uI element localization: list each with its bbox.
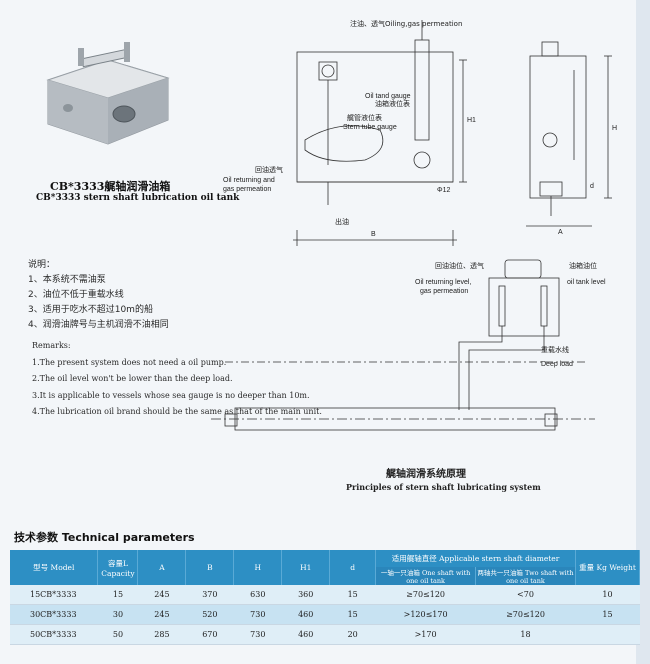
deep-load-en-label: Deep load xyxy=(541,361,573,368)
notes-heading-en: Remarks: xyxy=(32,341,71,350)
cell-one-shaft: >170 xyxy=(375,624,476,645)
note-cn-item: 4、润滑油牌号与主机润滑不油相同 xyxy=(28,320,169,330)
front-view-diagram: 注油、透气Oiling,gas permeation Oil tand gaug… xyxy=(223,19,476,246)
header-two-shaft: 两轴共一只油箱 Two shaft with one oil tank xyxy=(475,567,576,585)
cell-a: 285 xyxy=(137,624,186,645)
notes-heading-cn: 说明： xyxy=(28,260,56,270)
table-row: 30CB*3333 30 245 520 730 460 15 >120≤170… xyxy=(10,604,640,625)
outlet-cn-label: 出油 xyxy=(335,217,349,226)
cell-model: 30CB*3333 xyxy=(10,604,98,625)
header-d: d xyxy=(329,550,377,585)
cell-h: 730 xyxy=(233,604,282,625)
cell-capacity: 30 xyxy=(97,604,138,625)
cell-h1: 460 xyxy=(281,624,330,645)
product-title-cn: CB*3333艉轴润滑油箱 xyxy=(50,180,171,193)
cell-h: 630 xyxy=(233,585,282,605)
side-view-diagram: H A d xyxy=(526,41,617,236)
cell-a: 245 xyxy=(137,585,186,605)
cell-two-shaft: <70 xyxy=(475,585,576,605)
tech-params-title: 技术参数 Technical parameters xyxy=(14,531,195,544)
return-level-en-label-2: gas permeation xyxy=(420,288,468,295)
tank-level-cn-label: 油箱油位 xyxy=(569,261,597,270)
cell-model: 50CB*3333 xyxy=(10,624,98,645)
note-en-item: 1.The present system does not need a oil… xyxy=(32,357,227,367)
dim-h1-label: H1 xyxy=(467,117,476,124)
product-photo xyxy=(46,42,170,145)
dim-phi-label: Φ12 xyxy=(437,187,450,194)
header-capacity: 容量L Capacity xyxy=(97,550,139,585)
return-level-en-label-1: Oil returning level, xyxy=(415,279,471,286)
cell-two-shaft: 18 xyxy=(475,624,576,645)
cell-capacity: 50 xyxy=(97,624,138,645)
principle-caption-en: Principles of stern shaft lubricating sy… xyxy=(346,482,541,492)
cell-d: 15 xyxy=(329,585,376,605)
page-edge-strip xyxy=(636,0,650,664)
dim-b-label: B xyxy=(371,231,376,238)
cell-b: 670 xyxy=(185,624,234,645)
notes-en: Remarks: 1.The present system does not n… xyxy=(32,338,322,421)
note-en-item: 4.The lubrication oil brand should be th… xyxy=(32,407,322,416)
cell-two-shaft: ≥70≤120 xyxy=(475,604,576,625)
stern-gauge-cn-label: 艉管液位表 xyxy=(347,113,382,122)
cell-h: 730 xyxy=(233,624,282,645)
cell-model: 15CB*3333 xyxy=(10,585,98,605)
deep-load-cn-label: 重载水线 xyxy=(541,345,569,354)
tank-level-en-label: oil tank level xyxy=(567,279,606,286)
header-a: A xyxy=(137,550,187,585)
note-cn-item: 2、油位不低于重载水线 xyxy=(28,290,124,300)
gauge-en-label: Oil tand gauge xyxy=(365,93,411,100)
note-cn-item: 3、适用于吃水不超过10m的船 xyxy=(28,305,153,315)
header-h: H xyxy=(233,550,283,585)
cell-weight: 10 xyxy=(575,585,640,605)
cell-d: 20 xyxy=(329,624,376,645)
return-en-label-1: Oil returning and xyxy=(223,177,275,184)
oiling-label: 注油、透气Oiling,gas permeation xyxy=(350,19,462,28)
product-title-en: CB*3333 stern shaft lubrication oil tank xyxy=(36,193,240,203)
header-one-shaft: 一轴一只油箱 One shaft with one oil tank xyxy=(375,567,477,585)
header-model: 型号 Model xyxy=(10,550,99,585)
principle-caption-cn: 艉轴润滑系统原理 xyxy=(386,469,466,480)
dim-a-label: A xyxy=(558,229,563,236)
cell-h1: 360 xyxy=(281,585,330,605)
gauge-cn-label: 油箱液位表 xyxy=(375,99,410,108)
notes-cn: 说明： 1、本系统不需油泵 2、油位不低于重载水线 3、适用于吃水不超过10m的… xyxy=(28,258,169,333)
dim-h-label: H xyxy=(612,125,617,132)
return-cn-label: 回油透气 xyxy=(255,165,283,174)
tech-params-table: 型号 Model 容量L Capacity A B H H1 d 适用艉轴直径 … xyxy=(10,550,641,645)
header-weight: 重量 Kg Weight xyxy=(575,550,641,585)
principle-diagram: 回油油位、透气 Oil returning level, gas permeat… xyxy=(211,259,606,431)
cell-h1: 460 xyxy=(281,604,330,625)
note-en-item: 3.It is applicable to vessels whose sea … xyxy=(32,390,310,400)
stern-gauge-en-label: Stern tube gauge xyxy=(343,124,397,131)
note-en-item: 2.The oil level won't be lower than the … xyxy=(32,374,233,383)
note-cn-item: 1、本系统不需油泵 xyxy=(28,275,106,285)
cell-a: 245 xyxy=(137,604,186,625)
return-level-cn-label: 回油油位、透气 xyxy=(435,261,484,270)
dim-d-label: d xyxy=(590,183,594,190)
header-b: B xyxy=(185,550,235,585)
return-en-label-2: gas permeation xyxy=(223,186,271,193)
cell-one-shaft: ≥70≤120 xyxy=(375,585,476,605)
header-diameter: 适用艉轴直径 Applicable stern shaft diameter xyxy=(375,550,576,567)
cell-b: 370 xyxy=(185,585,234,605)
table-row: 50CB*3333 50 285 670 730 460 20 >170 18 xyxy=(10,624,640,645)
cell-one-shaft: >120≤170 xyxy=(375,604,476,625)
table-row: 15CB*3333 15 245 370 630 360 15 ≥70≤120 … xyxy=(10,585,640,605)
cell-b: 520 xyxy=(185,604,234,625)
cell-weight xyxy=(575,624,640,645)
header-h1: H1 xyxy=(281,550,331,585)
cell-d: 15 xyxy=(329,604,376,625)
cell-capacity: 15 xyxy=(97,585,138,605)
cell-weight: 15 xyxy=(575,604,640,625)
